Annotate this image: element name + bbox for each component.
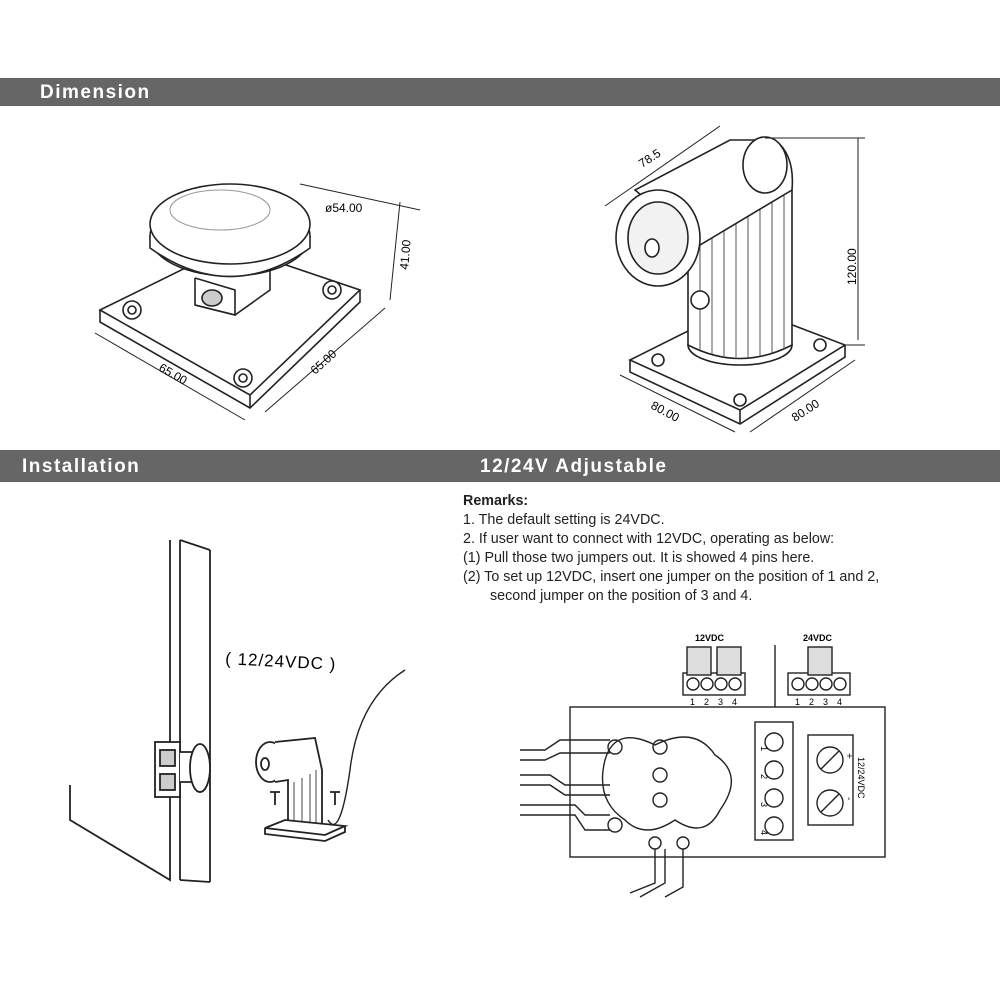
dimension-title: Dimension — [40, 82, 151, 103]
plus-sign: + — [843, 753, 854, 759]
jumper-24-pin-1: 1 — [795, 697, 800, 707]
large-depth-label: 80.00 — [789, 396, 822, 424]
terminal-pin-3: 3 — [759, 802, 769, 807]
jumper-24vdc-label: 24VDC — [803, 633, 833, 643]
installation-voltage-label: ( 12/24VDC ) — [225, 649, 337, 674]
large-arm-length-label: 78.5 — [636, 146, 663, 171]
remarks-block: Remarks: 1. The default setting is 24VDC… — [463, 492, 983, 606]
jumper-12-pin-3: 3 — [718, 697, 723, 707]
adjustable-title: 12/24V Adjustable — [480, 456, 668, 477]
installation-header-band: Installation 12/24V Adjustable — [0, 450, 1000, 482]
remarks-line: (1) Pull those two jumpers out. It is sh… — [463, 550, 815, 566]
installation-title: Installation — [22, 456, 141, 477]
small-height-label: 41.00 — [397, 239, 414, 270]
large-magnet-dimension-drawing: 78.5 120.00 80.00 80.00 — [604, 125, 865, 433]
dimension-header-band: Dimension — [0, 78, 1000, 106]
jumper-12-pin-2: 2 — [704, 697, 709, 707]
jumper-24-pin-4: 4 — [837, 697, 842, 707]
remarks-line: 1. The default setting is 24VDC. — [463, 512, 665, 528]
small-diameter-label: ø54.00 — [325, 201, 363, 215]
minus-sign: - — [843, 797, 854, 800]
remarks-line: second jumper on the position of 3 and 4… — [490, 588, 753, 604]
jumper-12vdc-label: 12VDC — [695, 633, 725, 643]
jumper-12-pin-4: 4 — [732, 697, 737, 707]
large-height-label: 120.00 — [845, 248, 859, 285]
installation-drawing: ( 12/24VDC ) — [69, 539, 406, 883]
large-width-label: 80.00 — [649, 398, 682, 425]
remarks-heading: Remarks: — [463, 493, 529, 509]
small-magnet-dimension-drawing: ø54.00 41.00 65.00 65.00 — [94, 183, 421, 421]
board-voltage-label: 12/24VDC — [856, 757, 866, 799]
circuit-board-drawing: 12VDC 24VDC 1 2 3 4 1 2 3 4 1 2 3 4 12/2… — [520, 633, 886, 898]
remarks-line: 2. If user want to connect with 12VDC, o… — [463, 531, 835, 547]
jumper-24-pin-2: 2 — [809, 697, 814, 707]
jumper-12-pin-1: 1 — [690, 697, 695, 707]
remarks-line: (2) To set up 12VDC, insert one jumper o… — [463, 569, 880, 585]
jumper-24-pin-3: 3 — [823, 697, 828, 707]
terminal-pin-2: 2 — [759, 774, 769, 779]
terminal-pin-4: 4 — [759, 830, 769, 835]
terminal-pin-1: 1 — [759, 746, 769, 751]
